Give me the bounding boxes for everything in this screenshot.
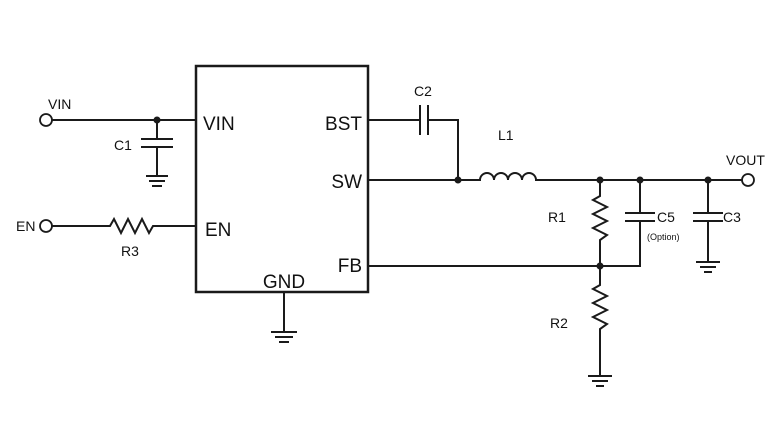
vin-terminal bbox=[39, 113, 53, 127]
pin-label-bst: BST bbox=[325, 114, 362, 135]
r3-label: R3 bbox=[121, 243, 139, 259]
capacitor-c2 bbox=[367, 105, 459, 181]
vin-net-label: VIN bbox=[48, 96, 71, 112]
pin-label-sw: SW bbox=[331, 172, 362, 193]
l1-label: L1 bbox=[498, 127, 514, 143]
en-net-label: EN bbox=[16, 218, 35, 234]
sw-net bbox=[367, 176, 481, 184]
c1-label: C1 bbox=[114, 137, 132, 153]
c5-label: C5 bbox=[657, 209, 675, 225]
ground-symbol-r2 bbox=[588, 375, 612, 387]
resistor-r2 bbox=[590, 265, 610, 377]
capacitor-c3 bbox=[693, 179, 723, 263]
pin-label-gnd: GND bbox=[263, 272, 305, 293]
pin-label-fb: FB bbox=[338, 256, 362, 277]
pin-label-vin: VIN bbox=[203, 114, 235, 135]
capacitor-c1 bbox=[141, 119, 173, 177]
c3-label: C3 bbox=[723, 209, 741, 225]
r2-label: R2 bbox=[550, 315, 568, 331]
vout-net-label: VOUT bbox=[726, 152, 765, 168]
en-terminal bbox=[39, 219, 53, 233]
ground-symbol-c3 bbox=[696, 261, 720, 273]
c5-option-note: (Option) bbox=[647, 232, 680, 242]
vin-net bbox=[51, 116, 197, 124]
c2-label: C2 bbox=[414, 83, 432, 99]
ground-symbol-ic bbox=[271, 331, 297, 343]
ground-symbol-c1 bbox=[146, 175, 168, 187]
vout-terminal bbox=[741, 173, 755, 187]
r1-label: R1 bbox=[548, 209, 566, 225]
resistor-r1 bbox=[590, 179, 610, 267]
inductor-l1 bbox=[478, 172, 538, 182]
capacitor-c5 bbox=[599, 179, 655, 267]
pin-label-en: EN bbox=[205, 220, 231, 241]
fb-net bbox=[367, 262, 604, 270]
resistor-r3 bbox=[51, 216, 197, 236]
